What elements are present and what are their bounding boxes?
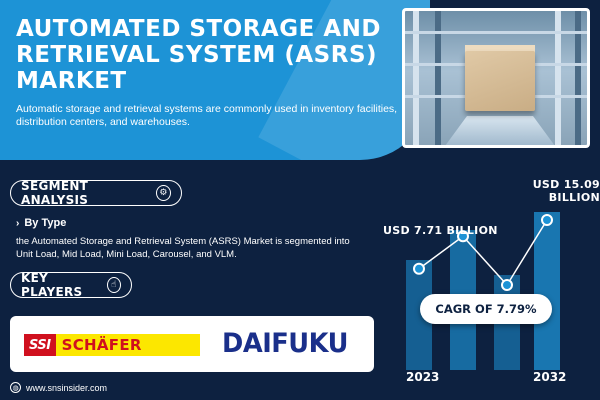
- start-value-label: USD 7.71 BILLION: [383, 224, 498, 237]
- shuttle-floor: [445, 116, 555, 145]
- segment-description: the Automated Storage and Retrieval Syst…: [16, 236, 350, 260]
- by-type-heading: › By Type: [16, 217, 66, 229]
- schaefer-wordmark: SCHÄFER: [61, 336, 142, 354]
- ssi-mark: SSI: [24, 334, 56, 356]
- globe-icon: ◍: [10, 382, 21, 393]
- gear-icon: ⚙: [156, 185, 171, 201]
- segment-analysis-label: SEGMENT ANALYSIS: [21, 179, 89, 207]
- trend-line: [418, 219, 548, 287]
- key-players-heading: KEY PLAYERS ☝: [10, 271, 132, 299]
- warehouse-photo: [402, 8, 590, 148]
- trend-point-0: [413, 262, 425, 275]
- market-growth-chart: [406, 212, 560, 370]
- rack-post: [575, 11, 581, 145]
- key-players-label: KEY PLAYERS: [21, 271, 83, 299]
- rack-shelf: [405, 31, 587, 34]
- rack-post: [435, 11, 441, 145]
- rack-post: [413, 11, 419, 145]
- page-subtitle: Automatic storage and retrieval systems …: [16, 103, 398, 128]
- by-type-label: By Type: [24, 217, 67, 229]
- end-year: 2032: [533, 370, 567, 384]
- ssi-schaefer-logo: SSI SCHÄFER: [24, 334, 200, 356]
- pallet-box: [465, 51, 535, 111]
- footer: ◍ www.snsinsider.com: [10, 382, 107, 393]
- website-link[interactable]: www.snsinsider.com: [26, 382, 108, 393]
- bar-group: [406, 212, 560, 370]
- start-year: 2023: [406, 370, 440, 384]
- end-value-label: USD 15.09 BILLION: [532, 178, 600, 204]
- trend-points: [413, 214, 553, 291]
- header-banner: AUTOMATED STORAGE AND RETRIEVAL SYSTEM (…: [0, 0, 430, 160]
- trend-point-2: [501, 279, 513, 291]
- trend-point-3: [541, 214, 553, 226]
- cagr-badge: CAGR OF 7.79%: [420, 294, 552, 324]
- key-players-logos: SSI SCHÄFER DAIFUKU: [10, 316, 374, 372]
- chevron-right-icon: ›: [16, 218, 20, 229]
- daifuku-logo: DAIFUKU: [222, 328, 348, 359]
- pointer-icon: ☝: [106, 277, 121, 293]
- bar-2032: [534, 212, 560, 370]
- rack-post: [555, 11, 561, 145]
- page-title: AUTOMATED STORAGE AND RETRIEVAL SYSTEM (…: [16, 16, 381, 94]
- trend-point-1: [457, 230, 469, 243]
- pallet-box-top: [465, 45, 535, 53]
- segment-analysis-heading: SEGMENT ANALYSIS ⚙: [10, 179, 182, 207]
